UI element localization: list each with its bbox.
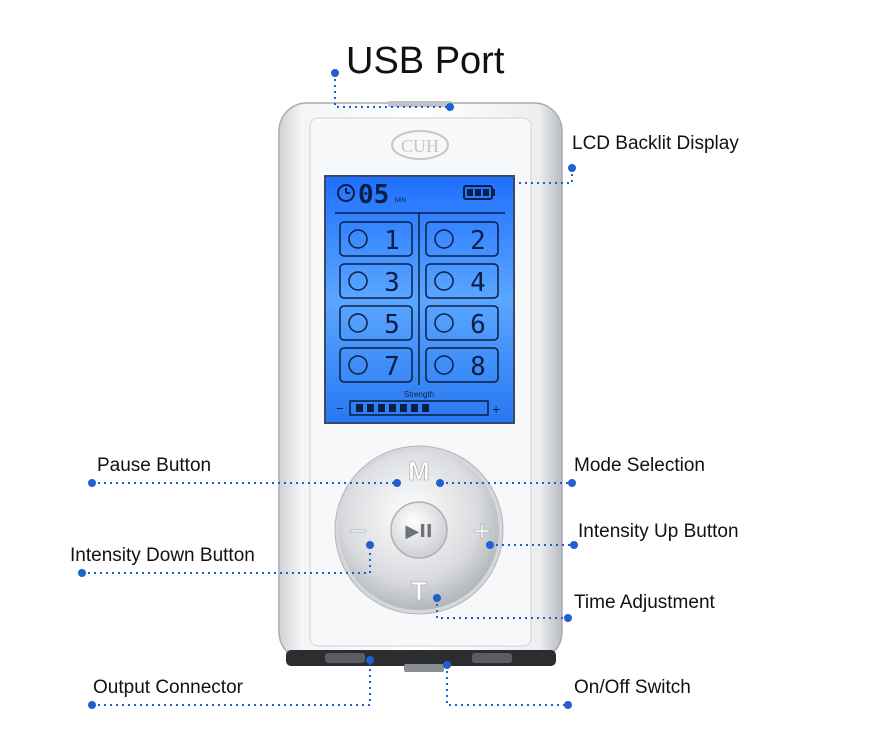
program-box: [339, 263, 413, 299]
strength-plus: +: [492, 401, 500, 417]
output-connector-label: Output Connector: [93, 677, 243, 698]
strength-bar: [356, 404, 363, 412]
mode-button[interactable]: M: [408, 456, 430, 487]
strength-bar: [422, 404, 429, 412]
strength-bar: [378, 404, 385, 412]
body-part-icon: [348, 229, 368, 249]
on-off-switch-label: On/Off Switch: [574, 677, 691, 698]
strength-bars: [356, 404, 429, 412]
strength-bar: [367, 404, 374, 412]
strength-bar: [389, 404, 396, 412]
program-box: [339, 305, 413, 341]
timer-value: 05: [358, 180, 389, 210]
body-part-icon: [348, 271, 368, 291]
program-number: 3: [384, 268, 400, 298]
body-part-icon: [434, 355, 454, 375]
battery-icon: [463, 185, 495, 200]
program-number: 4: [470, 268, 486, 298]
callout-dots: [78, 69, 578, 709]
program-box: [425, 221, 499, 257]
output-connector[interactable]: [325, 653, 365, 663]
output-connector-2[interactable]: [472, 653, 512, 663]
clock-icon: [337, 184, 355, 202]
strength-minus: −: [336, 401, 344, 416]
control-wheel: ▶II M T − +: [334, 445, 504, 615]
mode-selection-label: Mode Selection: [574, 455, 705, 476]
program-grid: 1 2 3 4 5 6 7 8: [339, 221, 499, 383]
program-number: 6: [470, 310, 486, 340]
program-number: 2: [470, 226, 486, 256]
usb-port-label: USB Port: [346, 40, 505, 82]
timer-unit: MIN: [395, 198, 406, 204]
output-leader: [92, 660, 371, 706]
strength-label: Strength: [404, 390, 434, 399]
strength-bar: [400, 404, 407, 412]
body-part-icon: [434, 229, 454, 249]
program-box: [425, 263, 499, 299]
program-number: 8: [470, 352, 486, 382]
program-number: 7: [384, 352, 400, 382]
brand-logo: CUH: [391, 130, 449, 160]
brand-text: CUH: [401, 136, 439, 156]
body-part-icon: [434, 271, 454, 291]
program-box: [425, 305, 499, 341]
minus-button[interactable]: −: [349, 515, 367, 549]
body-part-icon: [348, 355, 368, 375]
program-box: [425, 347, 499, 383]
play-pause-button[interactable]: [390, 501, 448, 559]
body-part-icon: [434, 313, 454, 333]
time-adjustment-label: Time Adjustment: [574, 592, 715, 613]
on-off-switch[interactable]: [404, 664, 444, 672]
time-leader: [436, 598, 568, 619]
intensity-up-label: Intensity Up Button: [578, 521, 739, 542]
body-part-icon: [348, 313, 368, 333]
program-box: [339, 221, 413, 257]
program-number: 1: [384, 226, 400, 256]
onoff-leader: [446, 665, 568, 706]
intensity-down-leader: [82, 545, 371, 574]
intensity-down-label: Intensity Down Button: [70, 545, 255, 566]
program-box: [339, 347, 413, 383]
callout-lines: [82, 73, 574, 706]
play-pause-icon: ▶II: [405, 521, 432, 542]
pause-button-label: Pause Button: [97, 455, 212, 476]
lcd-display: 05 MIN 1 2 3 4 5 6 7 8 Strength − +: [324, 175, 515, 424]
program-number: 5: [384, 310, 400, 340]
strength-bar: [411, 404, 418, 412]
plus-button[interactable]: +: [473, 515, 491, 549]
lcd-display-label: LCD Backlit Display: [572, 133, 739, 154]
time-button[interactable]: T: [411, 576, 428, 607]
